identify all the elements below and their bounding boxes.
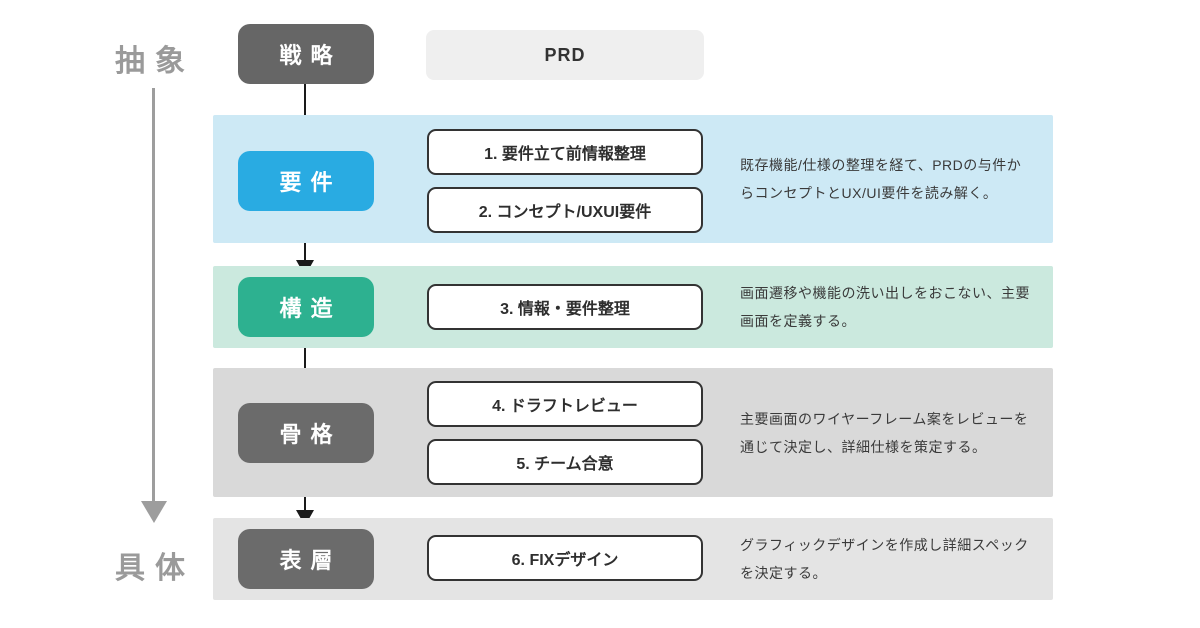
step-box-6: 6. FIXデザイン [427,535,703,581]
step-box-2: 2. コンセプト/UXUI要件 [427,187,703,233]
flow-arrow-1-line [304,84,306,134]
stage-band-requirements: 要件 1. 要件立て前情報整理 2. コンセプト/UXUI要件 既存機能/仕様の… [213,115,1053,243]
stage-description-requirements: 既存機能/仕様の整理を経て、PRDの与件からコンセプトとUX/UI要件を読み解く… [740,157,1022,201]
stage-box-skeleton: 骨格 [238,403,374,463]
flow-arrow-3-line [304,337,306,387]
abstract-to-concrete-arrow-head-icon [141,501,167,523]
stage-box-surface: 表層 [238,529,374,589]
stage-box-requirements: 要件 [238,151,374,211]
stage-box-structure: 構造 [238,277,374,337]
step-box-1: 1. 要件立て前情報整理 [427,129,703,175]
stage-description-surface: グラフィックデザインを作成し詳細スペックを決定する。 [740,537,1029,581]
stage-band-structure: 構造 3. 情報・要件整理 画面遷移や機能の洗い出しをおこない、主要画面を定義す… [213,266,1053,348]
step-box-5: 5. チーム合意 [427,439,703,485]
axis-label-abstract: 抽象 [115,45,195,78]
stage-description-skeleton: 主要画面のワイヤーフレーム案をレビューを通じて決定し、詳細仕様を策定する。 [740,410,1029,455]
stage-band-skeleton: 骨格 4. ドラフトレビュー 5. チーム合意 主要画面のワイヤーフレーム案をレ… [213,368,1053,497]
step-box-3: 3. 情報・要件整理 [427,284,703,330]
prd-box: PRD [426,30,704,80]
abstract-to-concrete-arrow-line [152,88,155,502]
axis-label-concrete: 具体 [115,552,195,585]
stage-description-structure: 画面遷移や機能の洗い出しをおこない、主要画面を定義する。 [740,285,1030,329]
step-box-4: 4. ドラフトレビュー [427,381,703,427]
stage-box-strategy: 戦略 [238,24,374,84]
stage-band-surface: 表層 6. FIXデザイン グラフィックデザインを作成し詳細スペックを決定する。 [213,518,1053,600]
